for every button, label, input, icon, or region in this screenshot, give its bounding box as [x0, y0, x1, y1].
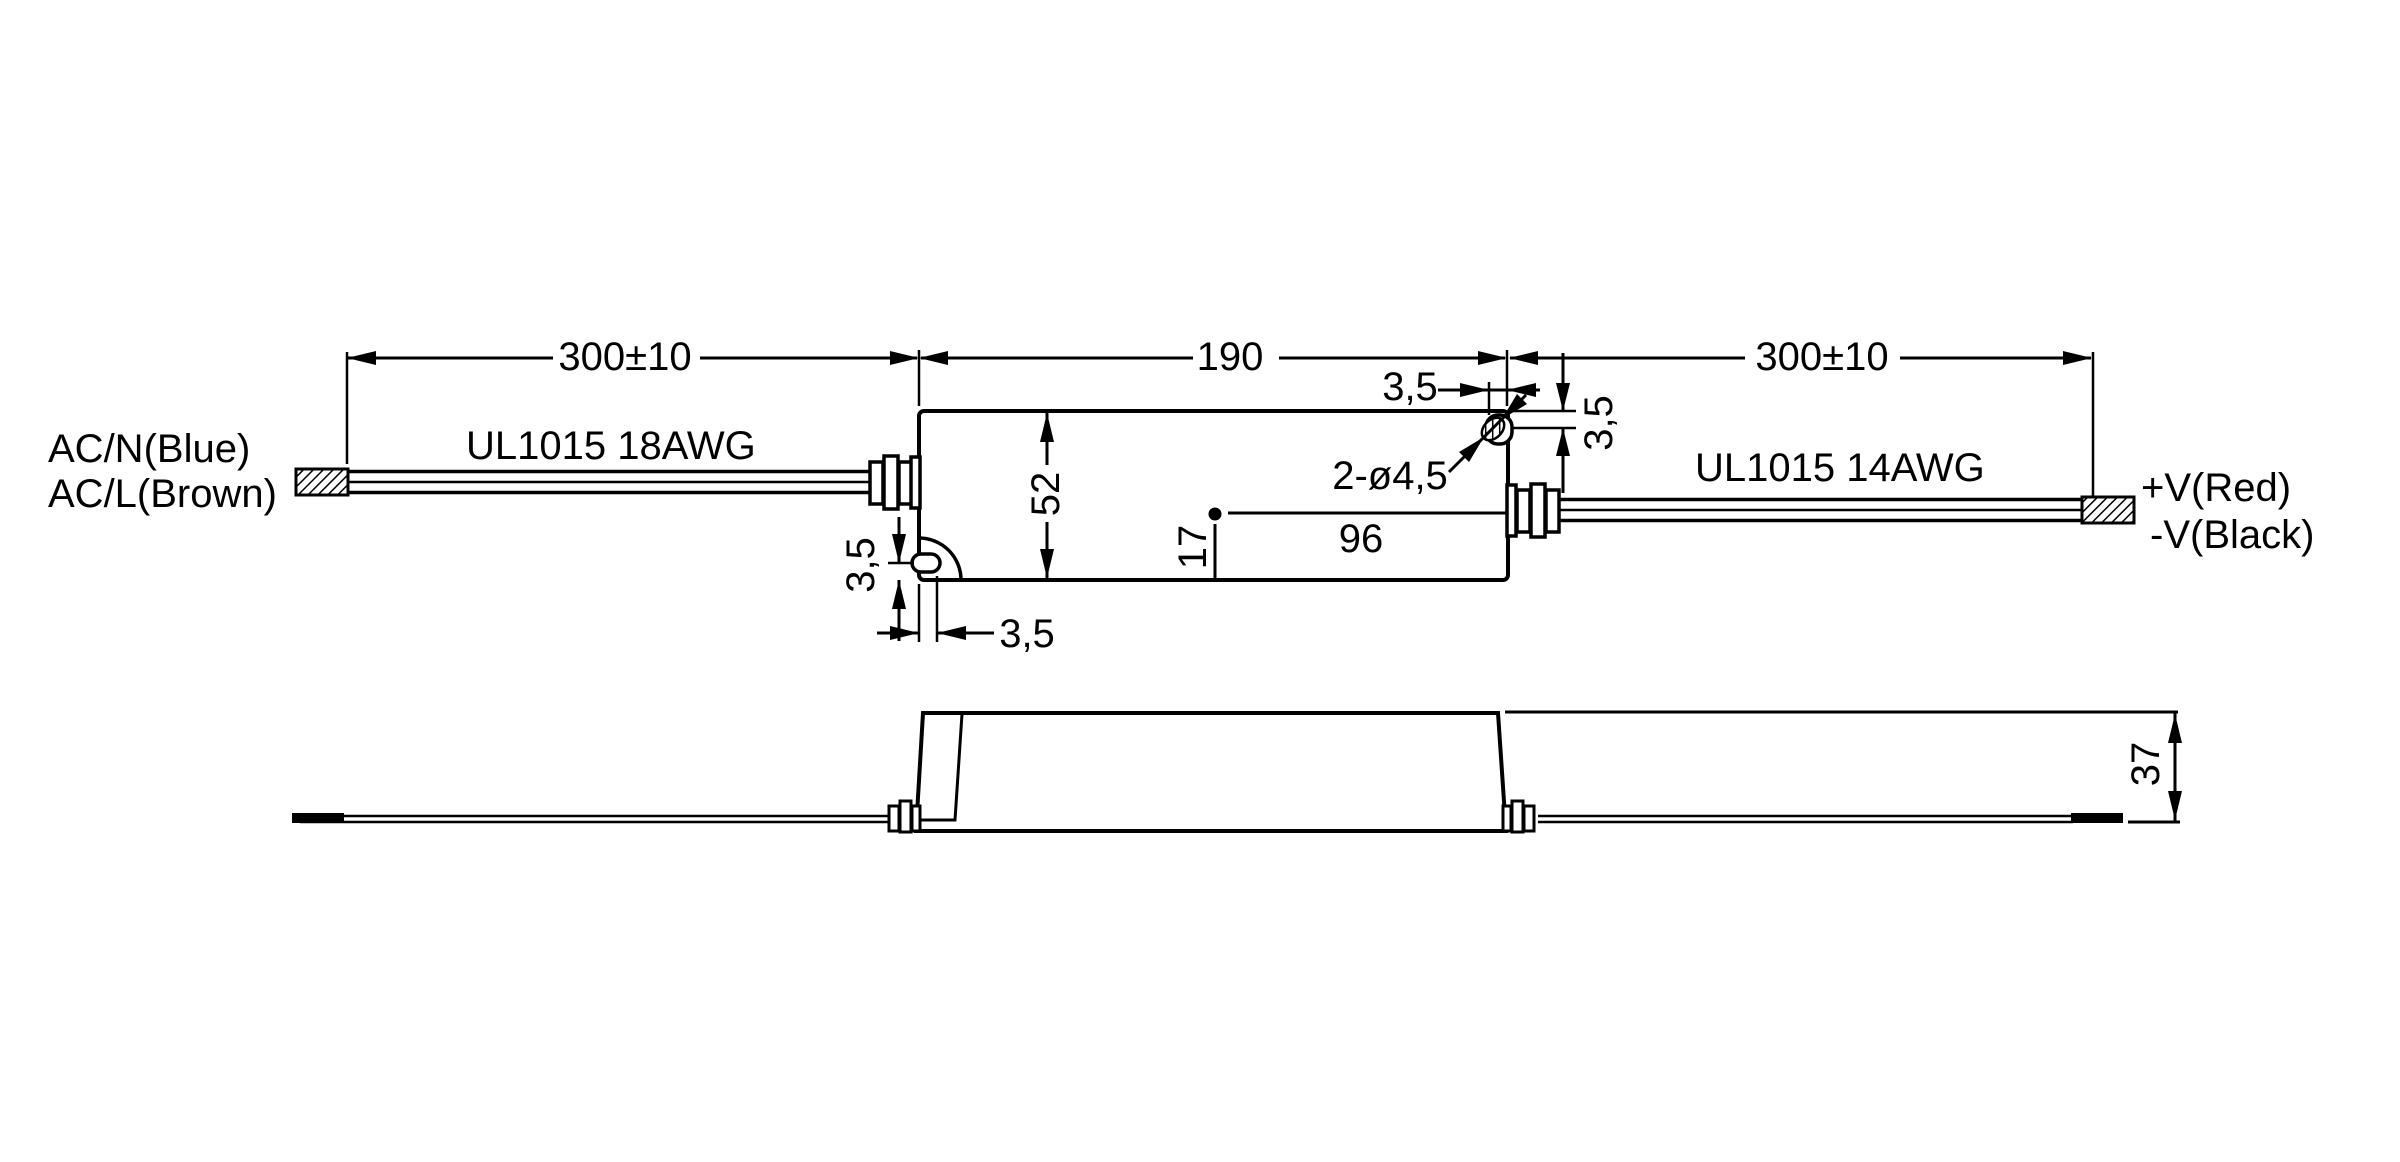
side-output-wire-end — [2071, 813, 2123, 823]
dim-slot-bottom-offset: 3,5 — [839, 537, 883, 593]
dim-input-wire-length: 300±10 — [558, 335, 692, 379]
arrowheads — [347, 351, 2182, 820]
output-wire-spec-label: UL1015 14AWG — [1695, 446, 1985, 490]
dim-body-height: 37 — [2124, 741, 2168, 787]
right-cable-gland — [1505, 482, 1561, 539]
input-wire — [294, 467, 872, 497]
side-input-wire — [292, 813, 890, 824]
dim-output-wire-length: 300±10 — [1755, 335, 1889, 379]
side-input-wire-end — [292, 813, 344, 823]
input-line-label: AC/L(Brown) — [48, 472, 277, 516]
output-wire — [1554, 495, 2136, 525]
input-wire-end-hatch — [294, 467, 350, 497]
hole-center-dot — [1208, 507, 1222, 521]
dim-hole-from-right: 96 — [1338, 517, 1384, 561]
dimensions — [345, 350, 2182, 824]
side-left-gland — [887, 799, 922, 834]
left-cable-gland — [868, 454, 922, 511]
output-positive-label: +V(Red) — [2141, 466, 2292, 510]
top-view — [294, 409, 2136, 582]
dim-hole-from-bottom: 17 — [1171, 524, 1215, 570]
extension-lines — [345, 350, 2180, 824]
output-negative-label: -V(Black) — [2150, 513, 2315, 557]
output-wire-end-hatch — [2080, 495, 2136, 525]
dim-body-width: 52 — [1024, 471, 1068, 517]
dim-body-length: 190 — [1196, 335, 1264, 379]
mounting-boss-arc — [918, 536, 963, 581]
dim-slot-bottom-depth: 3,5 — [999, 612, 1055, 656]
side-right-gland — [1501, 799, 1536, 834]
side-view — [292, 711, 2123, 834]
input-wire-spec-label: UL1015 18AWG — [466, 424, 756, 468]
dim-slot-top-depth: 3,5 — [1382, 365, 1438, 409]
side-view-outline — [913, 711, 1509, 833]
dim-slot-top-offset: 3,5 — [1577, 395, 1621, 451]
input-neutral-label: AC/N(Blue) — [48, 427, 251, 471]
dim-mounting-hole-spec: 2-ø4,5 — [1332, 454, 1448, 498]
side-output-wire — [1538, 813, 2123, 824]
side-view-lid-seam — [918, 713, 964, 822]
